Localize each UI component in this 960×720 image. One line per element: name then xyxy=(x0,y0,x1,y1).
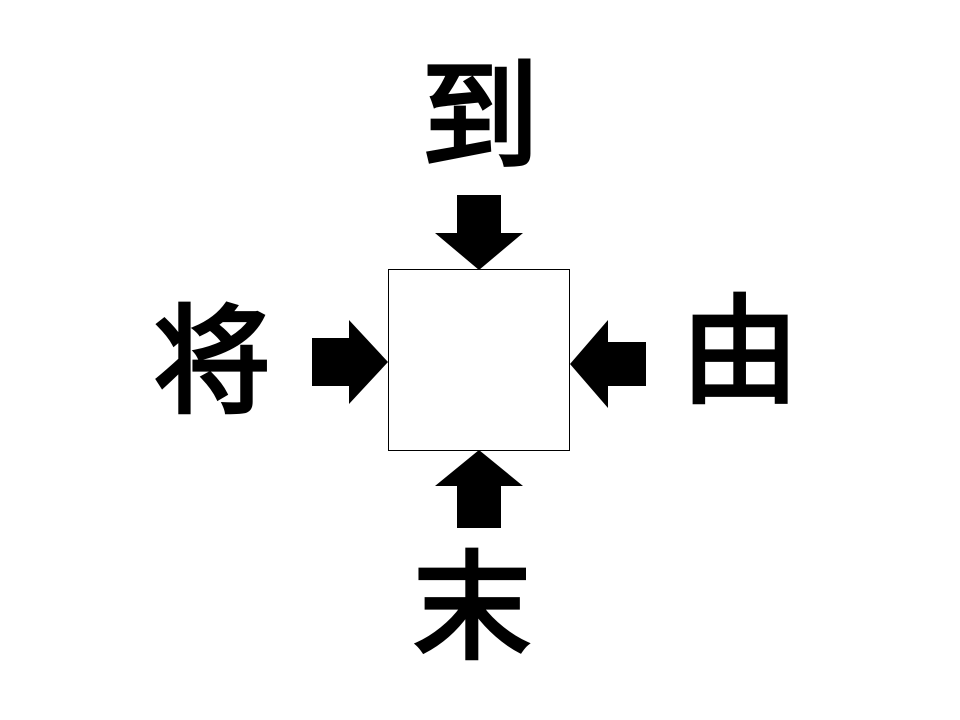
top-kanji: 到 xyxy=(420,48,539,186)
arrow-up-icon xyxy=(435,450,523,528)
arrow-right-icon xyxy=(312,320,388,404)
right-kanji: 由 xyxy=(680,283,799,421)
left-kanji: 将 xyxy=(152,293,271,431)
bottom-kanji: 末 xyxy=(412,539,531,677)
arrow-left-icon xyxy=(570,320,646,408)
answer-box[interactable] xyxy=(388,269,570,451)
arrow-down-icon xyxy=(435,195,523,270)
